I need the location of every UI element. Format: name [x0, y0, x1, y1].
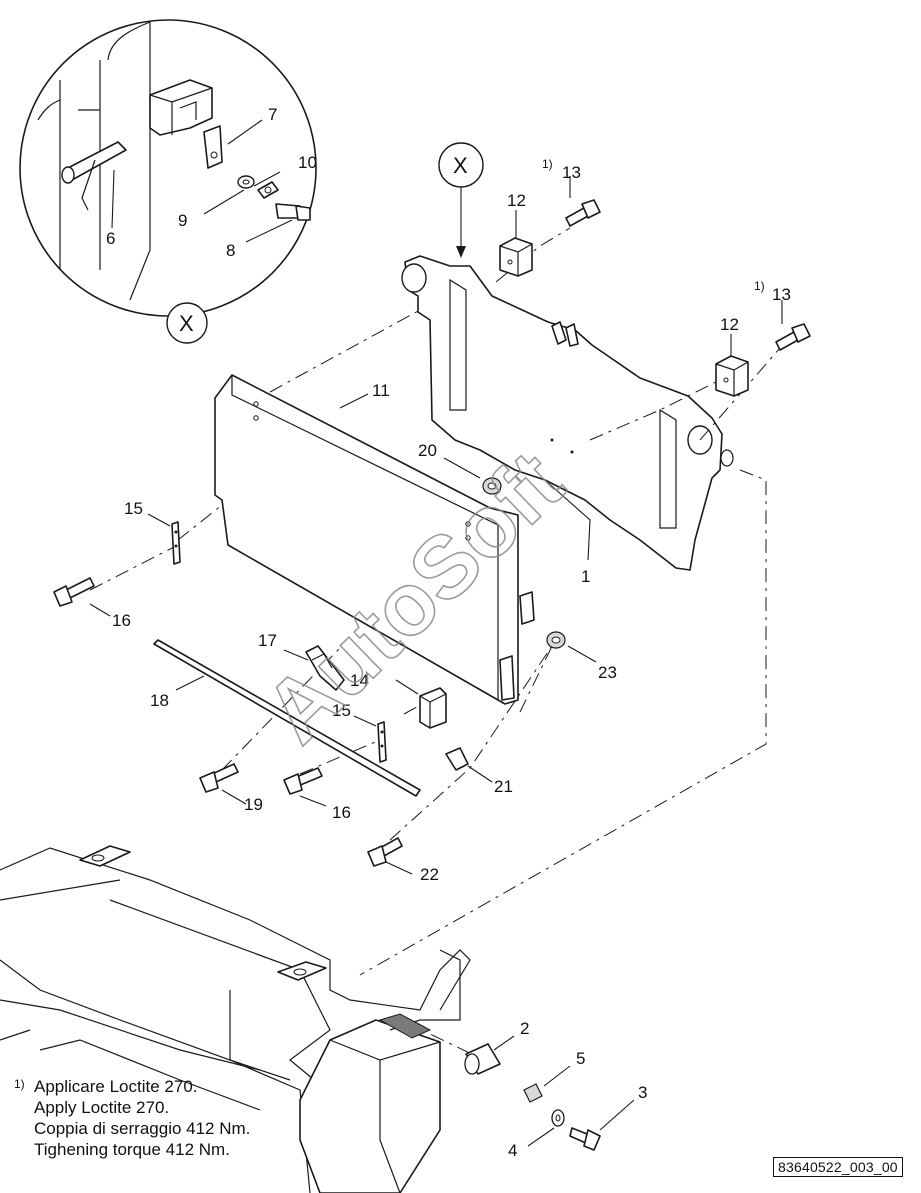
strip-part-15-left: 15 [124, 499, 181, 565]
panel-part-11: 11 [214, 374, 535, 705]
bolt-part-3: 3 [569, 1083, 647, 1151]
footnote-marker-13-lower: 1) [754, 279, 765, 293]
label-12-upper: 12 [507, 191, 526, 210]
bracket-part-12-upper: 12 [499, 191, 533, 277]
label-4: 4 [508, 1141, 517, 1160]
bolt-part-22: 22 [367, 837, 439, 884]
rail-part-18: 18 [150, 639, 421, 797]
label-11: 11 [372, 381, 390, 400]
view-marker-x: X [438, 142, 484, 258]
plug-part-23: 23 [546, 631, 617, 682]
label-10: 10 [298, 153, 317, 172]
label-18: 18 [150, 691, 169, 710]
note-line-1: Applicare Loctite 270. [34, 1077, 198, 1096]
label-15-left: 15 [124, 499, 143, 518]
block-part-14: 14 [350, 671, 447, 729]
pin-part-2: 2 [464, 1019, 529, 1075]
label-9: 9 [178, 211, 187, 230]
label-21: 21 [494, 777, 513, 796]
bolt-part-13-upper: 1) 13 [542, 157, 601, 227]
label-1: 1 [581, 567, 590, 586]
label-3: 3 [638, 1083, 647, 1102]
fitting-part-5: 5 [523, 1049, 585, 1103]
label-5: 5 [576, 1049, 585, 1068]
label-14: 14 [350, 671, 369, 690]
label-6: 6 [106, 229, 115, 248]
label-13-lower: 13 [772, 285, 791, 304]
label-8: 8 [226, 241, 235, 260]
vehicle-frame [0, 845, 471, 1193]
washer-part-4: 4 [508, 1109, 565, 1160]
label-15-right: 15 [332, 701, 351, 720]
assembly-notes: 1) Applicare Loctite 270. Apply Loctite … [14, 1076, 334, 1160]
bracket-part-12-lower: 12 [715, 315, 749, 397]
bolt-part-19: 19 [199, 763, 263, 814]
plug-part-20: 20 [418, 441, 502, 495]
label-19: 19 [244, 795, 263, 814]
footnote-marker-13-upper: 1) [542, 157, 553, 171]
frame-part-1: 1 [401, 255, 734, 586]
detail-view-x: 7 10 9 8 6 X [19, 19, 317, 344]
label-22: 22 [420, 865, 439, 884]
note-line-4: Tighening torque 412 Nm. [34, 1140, 230, 1159]
label-16-right: 16 [332, 803, 351, 822]
notes-footnote-marker: 1) [14, 1077, 25, 1091]
drawing-code: 83640522_003_00 [773, 1157, 903, 1177]
clip-part-17: 17 [258, 631, 345, 691]
bolt-part-16-right: 16 [283, 767, 351, 822]
view-marker-x-detail: X [179, 311, 194, 336]
label-23: 23 [598, 663, 617, 682]
strip-part-15-right: 15 [332, 701, 387, 763]
svg-text:X: X [453, 153, 468, 178]
label-20: 20 [418, 441, 437, 460]
note-line-2: Apply Loctite 270. [34, 1098, 170, 1117]
label-7: 7 [268, 105, 277, 124]
label-2: 2 [520, 1019, 529, 1038]
bolt-part-16-left: 16 [53, 577, 131, 630]
bolt-part-13-lower: 1) 13 [754, 279, 811, 351]
note-line-3: Coppia di serraggio 412 Nm. [34, 1119, 251, 1138]
label-12-lower: 12 [720, 315, 739, 334]
label-16-left: 16 [112, 611, 131, 630]
label-17: 17 [258, 631, 277, 650]
label-13-upper: 13 [562, 163, 581, 182]
nut-part-21: 21 [445, 747, 513, 796]
